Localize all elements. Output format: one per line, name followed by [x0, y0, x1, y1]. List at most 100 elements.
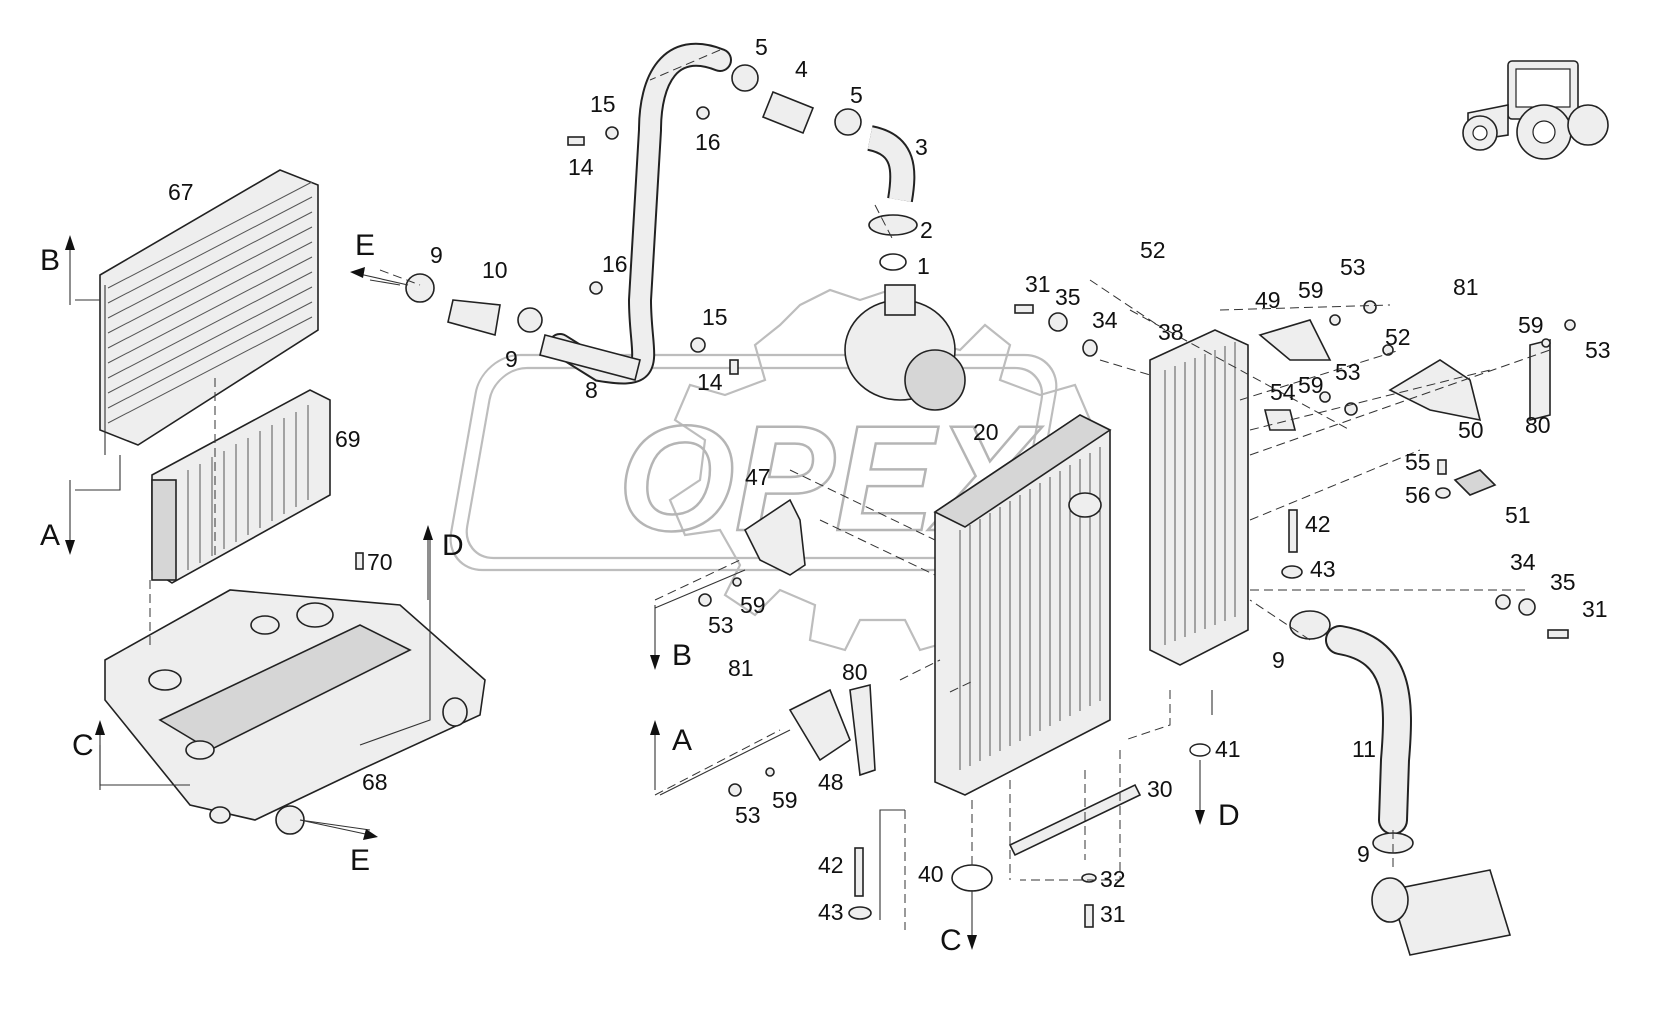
- air-hose-11: [1325, 625, 1412, 835]
- pad-51: [1453, 469, 1497, 496]
- callout-43: 43: [1310, 556, 1336, 582]
- base-frame-68: [104, 589, 486, 835]
- callout-41: 41: [1215, 736, 1241, 762]
- flow-marker-c-bottom: C: [940, 890, 977, 957]
- callout-16: 16: [602, 251, 628, 277]
- intercooler-38-fins: [1164, 342, 1236, 645]
- callout-59: 59: [1298, 277, 1324, 303]
- deflector-80: [849, 338, 1551, 777]
- callout-50: 50: [1458, 417, 1484, 443]
- flow-marker-a-mid: A: [650, 720, 692, 790]
- elbow-hose-3: [866, 125, 916, 203]
- callout-54: 54: [1270, 379, 1296, 405]
- callout-42: 42: [818, 852, 844, 878]
- svg-text:C: C: [72, 729, 94, 762]
- bracket-48: [788, 688, 851, 762]
- callout-2: 2: [920, 217, 933, 243]
- cooler-69: [151, 389, 331, 584]
- callout-56: 56: [1405, 482, 1431, 508]
- callout-4: 4: [795, 56, 808, 82]
- flow-markers: B A C D E E B: [40, 229, 1240, 957]
- callout-67: 67: [168, 179, 194, 205]
- callout-59: 59: [1298, 372, 1324, 398]
- plate-54: [1263, 409, 1297, 431]
- hose-connector-10: [447, 299, 501, 337]
- svg-text:B: B: [40, 244, 60, 277]
- flow-marker-e-bottom: E: [299, 819, 378, 877]
- callout-35: 35: [1550, 569, 1576, 595]
- callout-3: 3: [915, 134, 928, 160]
- svg-text:E: E: [355, 229, 375, 262]
- callout-5: 5: [850, 82, 863, 108]
- pin-70: [355, 552, 364, 570]
- callout-14: 14: [568, 154, 594, 180]
- intercooler-38: [1149, 329, 1249, 666]
- tractor-icon: [1462, 60, 1609, 160]
- callout-68: 68: [362, 769, 388, 795]
- hose-connector-4: [761, 90, 815, 135]
- callout-53: 53: [1340, 254, 1366, 280]
- callout-53: 53: [1335, 359, 1361, 385]
- flow-marker-a-left: A: [40, 480, 75, 555]
- turbocharger: [844, 284, 966, 411]
- callout-31: 31: [1100, 901, 1126, 927]
- cooler-67-fins: [107, 181, 313, 424]
- flow-marker-d-right: D: [1195, 760, 1240, 832]
- callout-80: 80: [842, 659, 868, 685]
- flow-marker-c-left: C: [72, 720, 105, 790]
- svg-text:E: E: [350, 844, 370, 877]
- callout-59: 59: [1518, 312, 1544, 338]
- leader-lines: [149, 49, 1551, 930]
- svg-text:C: C: [940, 924, 962, 957]
- svg-text:A: A: [40, 519, 60, 552]
- callout-49: 49: [1255, 287, 1281, 313]
- callout-52: 52: [1385, 324, 1411, 350]
- svg-text:A: A: [672, 724, 692, 757]
- callout-81: 81: [1453, 274, 1479, 300]
- callout-42: 42: [1305, 511, 1331, 537]
- hose-clamps: [405, 64, 1414, 854]
- cooler-69-fins: [187, 405, 309, 570]
- callout-labels: 1 2 3 4 5 5 8 9 9 9 9 10 11 14 14 15 15 …: [168, 34, 1611, 927]
- callout-34: 34: [1092, 307, 1118, 333]
- callout-53: 53: [1585, 337, 1611, 363]
- callout-81: 81: [728, 655, 754, 681]
- svg-text:D: D: [442, 529, 464, 562]
- callout-59: 59: [740, 592, 766, 618]
- callout-32: 32: [1100, 866, 1126, 892]
- bracket-47: [743, 498, 806, 576]
- callout-53: 53: [735, 802, 761, 828]
- callout-9: 9: [1272, 647, 1285, 673]
- callout-52: 52: [1140, 237, 1166, 263]
- callout-10: 10: [482, 257, 508, 283]
- callout-48: 48: [818, 769, 844, 795]
- callout-40: 40: [918, 861, 944, 887]
- callout-15: 15: [590, 91, 616, 117]
- pipe-8-short: [539, 334, 641, 381]
- callout-43: 43: [818, 899, 844, 925]
- callout-11: 11: [1352, 736, 1376, 762]
- strip-30: [1008, 783, 1142, 857]
- svg-text:D: D: [1218, 799, 1240, 832]
- bracket-49: [1258, 319, 1332, 361]
- flow-marker-e-top: E: [350, 229, 409, 286]
- callout-15: 15: [702, 304, 728, 330]
- callout-31: 31: [1582, 596, 1608, 622]
- callout-1: 1: [917, 253, 930, 279]
- callout-35: 35: [1055, 284, 1081, 310]
- callout-9: 9: [430, 242, 443, 268]
- callout-16: 16: [695, 129, 721, 155]
- callout-14: 14: [697, 369, 723, 395]
- air-hose-8: [548, 42, 732, 385]
- flow-marker-d-center: D: [423, 525, 464, 600]
- turbo-outlet-housing: [1371, 869, 1512, 956]
- callout-51: 51: [1505, 502, 1531, 528]
- washers-and-nuts: [589, 106, 1576, 920]
- callout-5: 5: [755, 34, 768, 60]
- callout-59: 59: [772, 787, 798, 813]
- callout-34: 34: [1510, 549, 1536, 575]
- callout-9: 9: [505, 346, 518, 372]
- callout-9: 9: [1357, 841, 1370, 867]
- flow-marker-b-mid: B: [650, 605, 692, 672]
